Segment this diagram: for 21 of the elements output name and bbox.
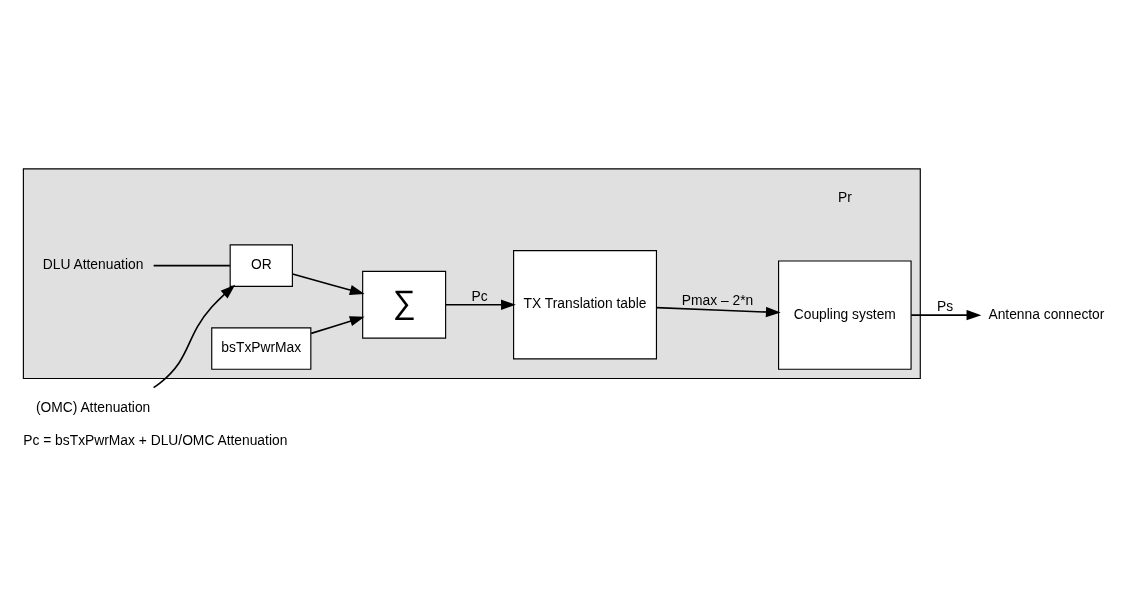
edge-label: Ps	[936, 298, 954, 315]
node-text: DLU Attenuation	[42, 256, 144, 273]
node-box: TX Translation table	[513, 250, 658, 360]
node-text: Antenna connector	[988, 305, 1105, 322]
arrow	[655, 306, 781, 318]
node-box: ∑	[362, 270, 447, 339]
cluster	[22, 168, 921, 380]
arrow	[910, 309, 982, 321]
arrow	[445, 299, 516, 310]
edge-label: Pmax – 2*n	[681, 292, 754, 309]
arrow	[310, 316, 365, 335]
node-box: bsTxPwrMax	[211, 327, 312, 370]
arrow	[152, 284, 236, 389]
label: Pr	[837, 189, 852, 206]
edge-label: Pc	[471, 287, 488, 304]
node-text: (OMC) Attenuation	[35, 399, 151, 416]
connector	[152, 264, 231, 267]
node-box: Coupling system	[778, 260, 912, 370]
node-box: OR	[229, 244, 293, 287]
arrow	[291, 273, 365, 296]
caption: Pc = bsTxPwrMax + DLU/OMC Attenuation	[23, 431, 288, 448]
